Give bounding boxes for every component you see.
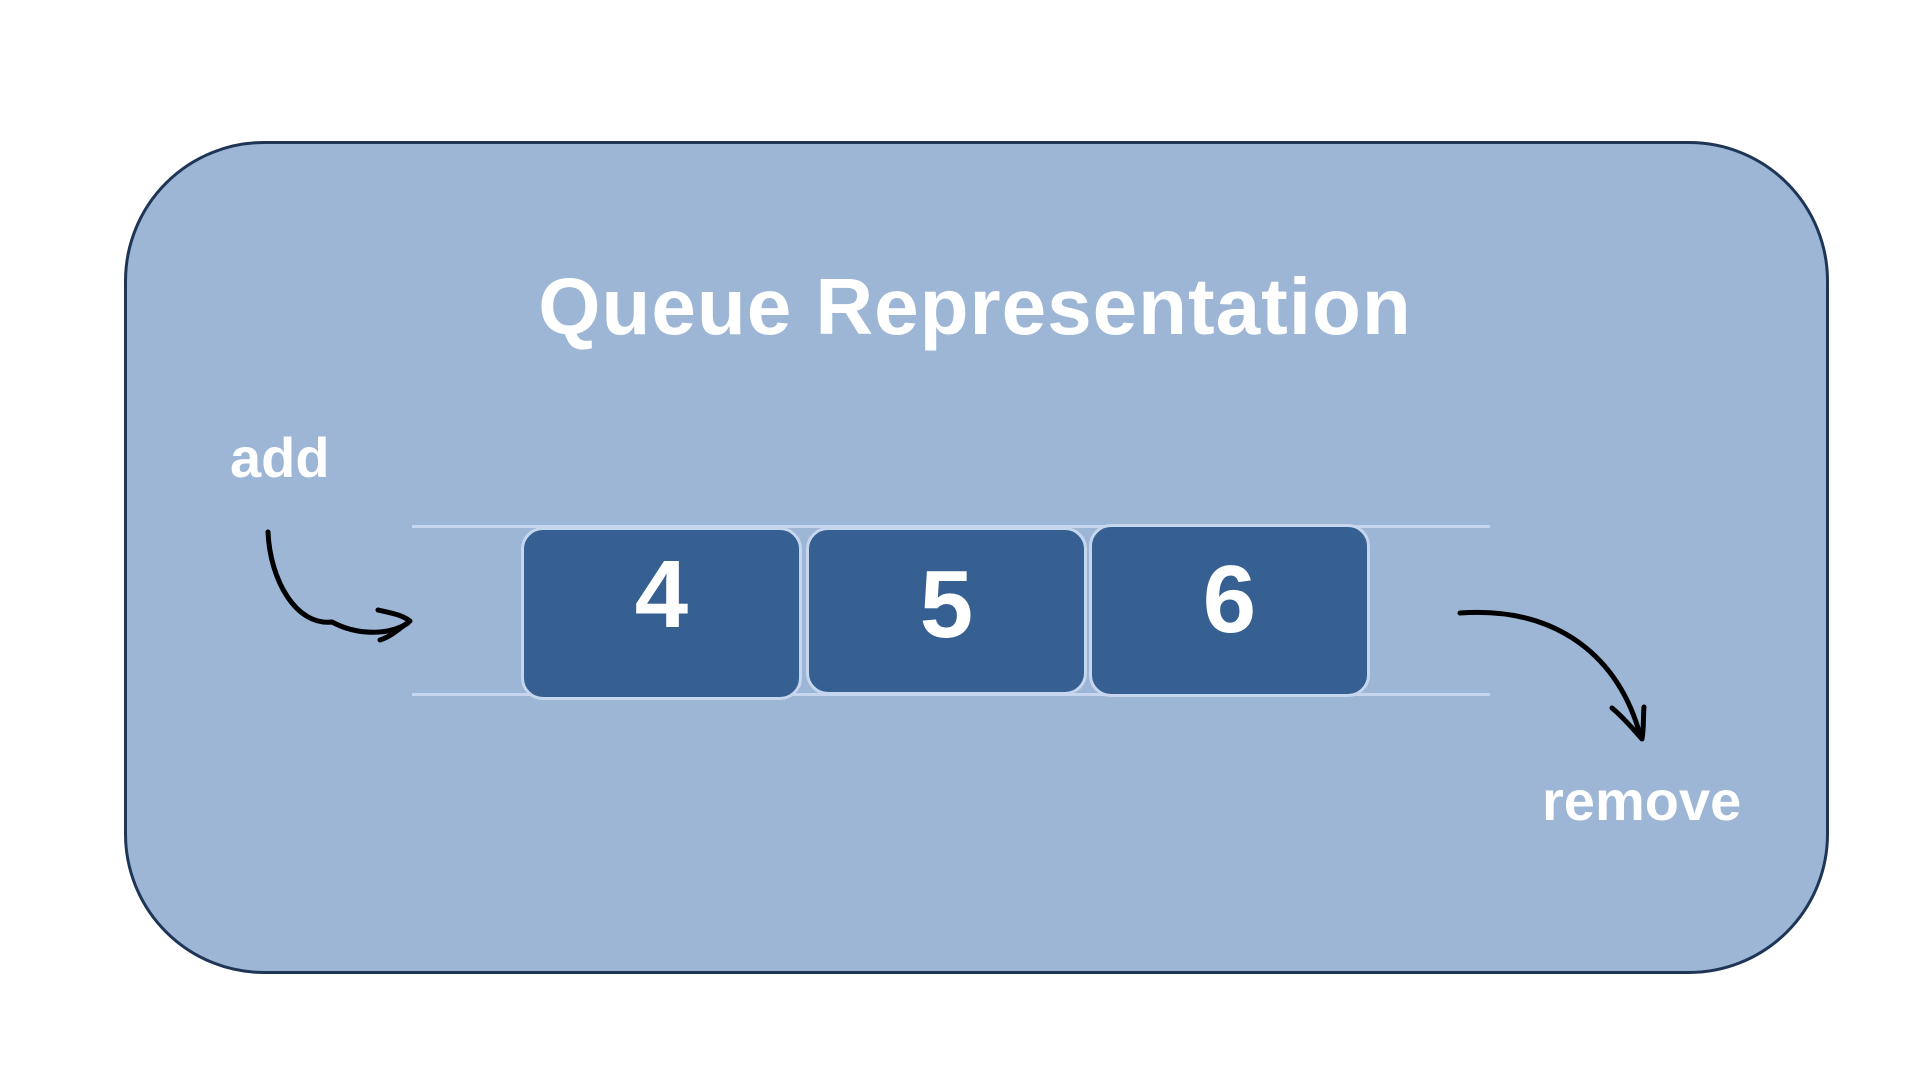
diagram-title: Queue Representation xyxy=(538,262,1412,351)
add-arrow-icon xyxy=(265,529,413,643)
queue-rail-top xyxy=(412,525,1490,528)
remove-label: remove xyxy=(1542,769,1742,832)
add-label: add xyxy=(230,426,330,489)
queue-cell: 5 xyxy=(806,527,1087,695)
queue-cell: 4 xyxy=(521,527,802,700)
queue-cell: 6 xyxy=(1089,524,1370,697)
remove-arrow-icon xyxy=(1457,609,1647,742)
